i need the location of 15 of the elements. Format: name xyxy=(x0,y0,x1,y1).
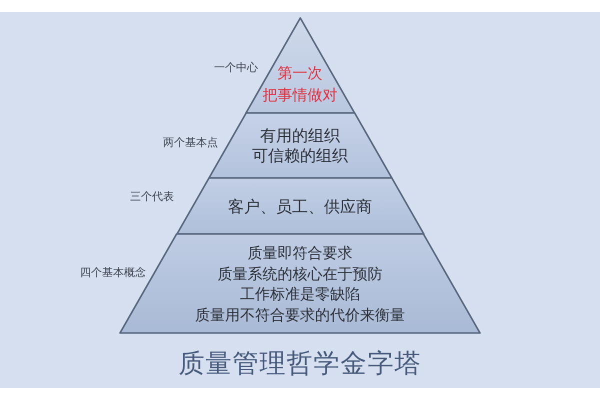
tier-text: 质量系统的核心在于预防 xyxy=(218,264,382,284)
pyramid-tier xyxy=(208,112,392,179)
diagram-title: 质量管理哲学金字塔 xyxy=(178,349,422,379)
tier-text: 质量即符合要求 xyxy=(248,243,352,264)
tier-text: 可信赖的组织 xyxy=(252,146,348,166)
tier-text: 把事情做对 xyxy=(262,85,338,106)
tier-text: 质量用不符合要求的代价来衡量 xyxy=(195,304,405,325)
tier-label: 两个基本点 xyxy=(163,135,218,150)
tier-label: 一个中心 xyxy=(214,60,258,75)
tier-text: 客户、员工、供应商 xyxy=(228,197,372,217)
tier-text: 有用的组织 xyxy=(260,126,340,146)
tier-label: 三个代表 xyxy=(130,189,174,204)
tier-label: 四个基本概念 xyxy=(80,265,146,280)
tier-text: 工作标准是零缺陷 xyxy=(240,284,360,304)
tier-text: 第一次 xyxy=(277,63,322,84)
